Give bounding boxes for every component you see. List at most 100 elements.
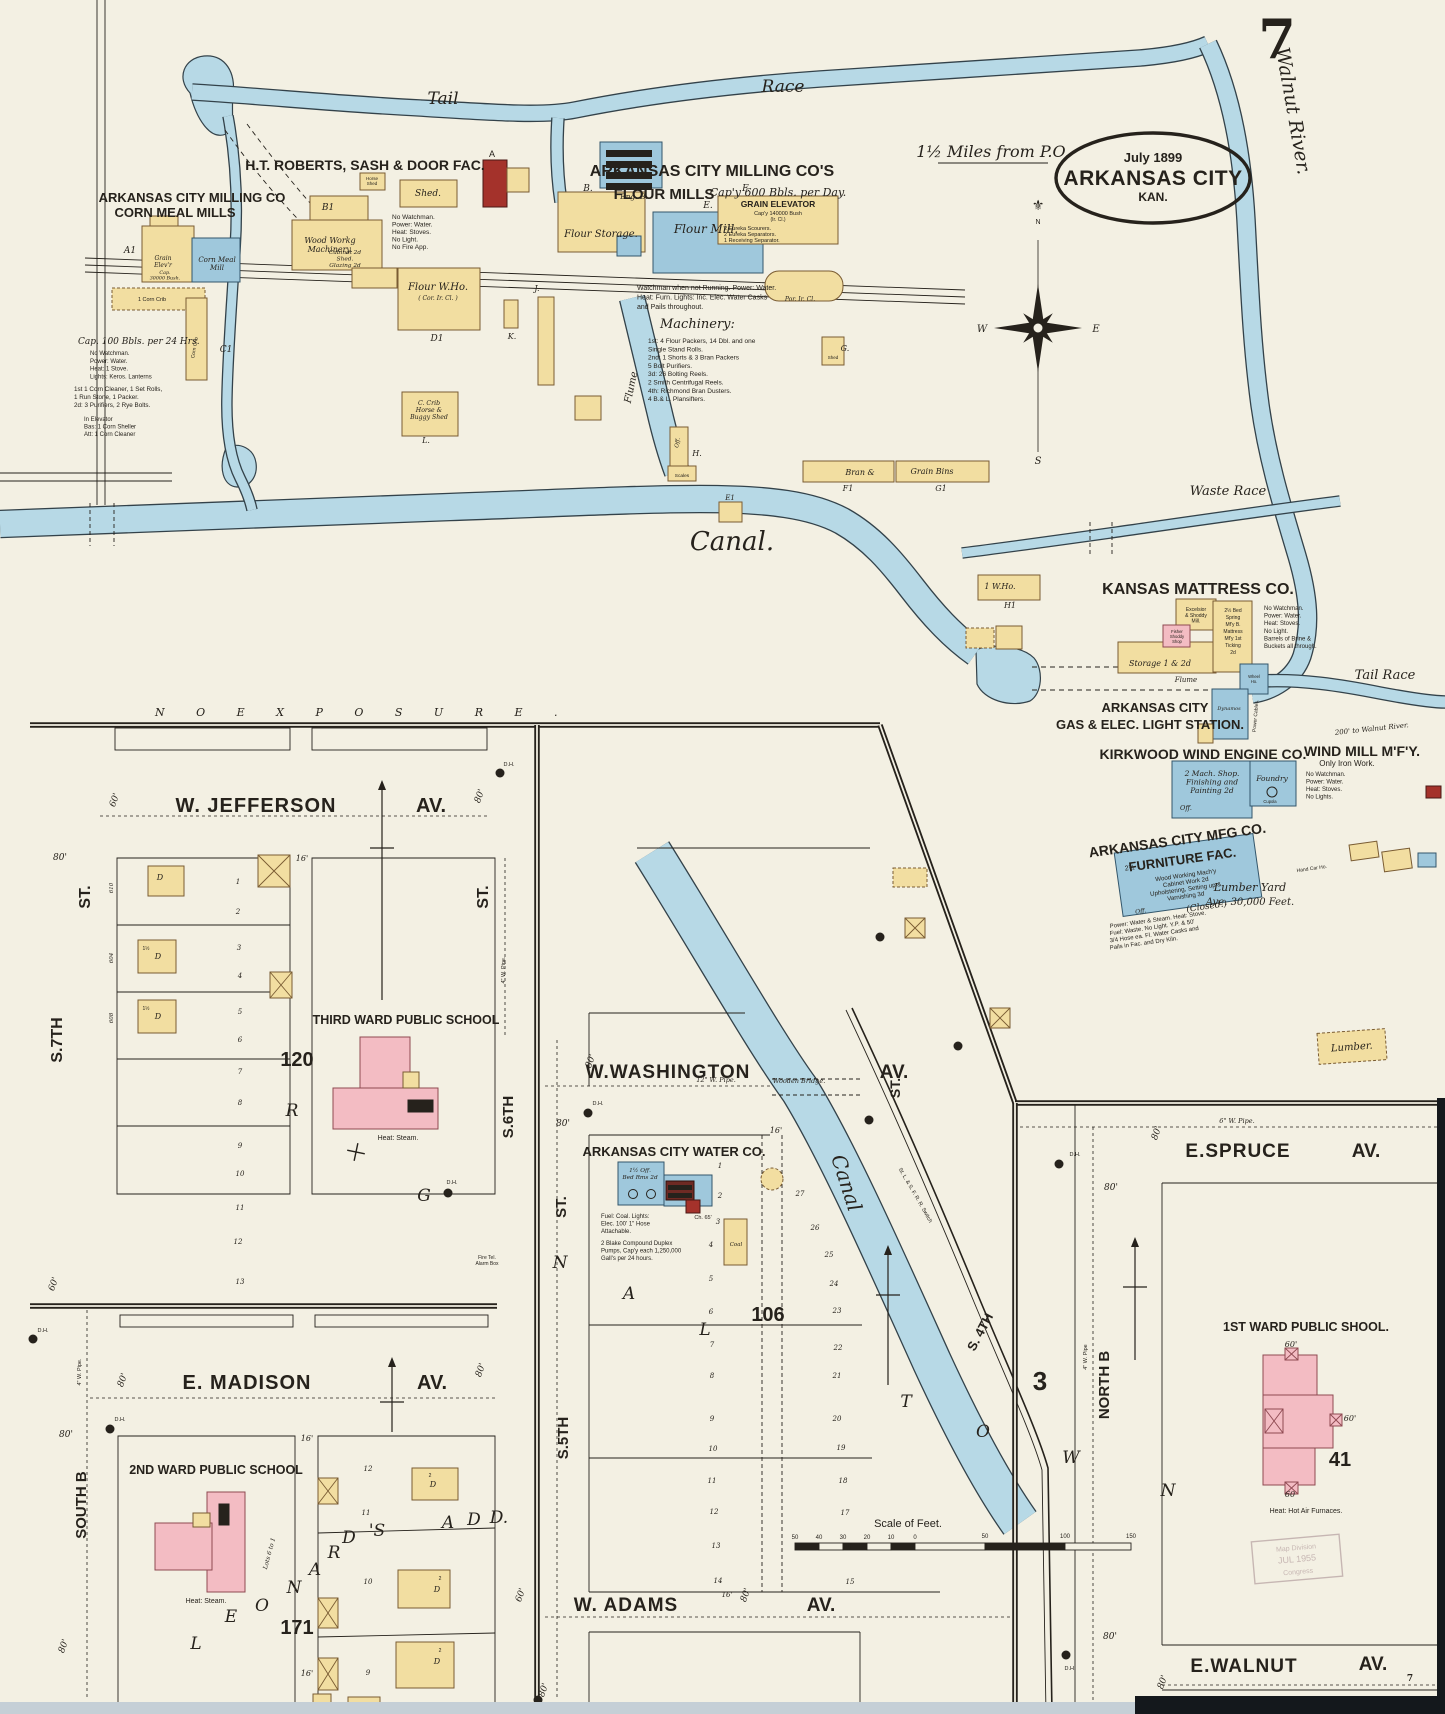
map-label-28: Cap'y 140000 Bush [754, 211, 802, 217]
map-label-178: 30 [840, 1535, 847, 1541]
lot-number-38: 20 [832, 1415, 842, 1423]
lot-number-21: 5 [709, 1275, 714, 1283]
building-41 [1113, 833, 1263, 917]
map-label-62: F1 [842, 484, 854, 493]
map-label-110: 4" W. Pipe. [501, 956, 507, 983]
lot-number-9: 10 [236, 1170, 245, 1178]
map-label-106: ST. [77, 885, 94, 908]
subdivision-letter-9: L [189, 1634, 201, 1654]
map-line-17 [851, 1007, 1053, 1714]
canal-label: Canal. [690, 527, 774, 557]
building-33 [1162, 624, 1191, 648]
building-55 [402, 1071, 420, 1089]
map-label-119: D [154, 1012, 162, 1021]
building-45 [1425, 785, 1442, 799]
title-state: KAN. [1138, 190, 1167, 204]
building-40 [1249, 760, 1297, 807]
map-label-169: 60' [514, 1587, 528, 1604]
map-label-19: FLOUR MILLS [614, 186, 715, 203]
map-label-13-line-0: Horse [366, 176, 379, 181]
map-label-161: ST. [553, 1196, 570, 1218]
lot-number-42: 16 [843, 1543, 852, 1551]
lot-number-4: 5 [238, 1008, 243, 1016]
subdivision-letter-18: D [466, 1510, 481, 1530]
building-78 [1262, 1447, 1316, 1486]
map-line-28 [317, 1632, 496, 1638]
lot-number-43: 15 [846, 1578, 855, 1586]
map-label-54-line-2: Buggy Shed [409, 414, 448, 421]
map-label-159: Coal [730, 1242, 743, 1248]
map-label-48-line-0: No Watchman. [90, 351, 130, 357]
walnut-river [1200, 40, 1317, 703]
building-56 [407, 1099, 434, 1113]
building-43 [1381, 847, 1413, 873]
lot-number-26: 10 [709, 1445, 718, 1453]
building-4 [399, 179, 458, 208]
water-co: ARKANSAS CITY WATER CO. [583, 1144, 766, 1159]
machine-ring-1 [646, 1189, 656, 1199]
map-label-189: AV. [1352, 1141, 1381, 1162]
hydrant-dot-3 [105, 1424, 115, 1434]
lot-number-25: 9 [710, 1415, 715, 1423]
building-39 [1171, 760, 1253, 819]
subdivision-letter-8: N [1160, 1481, 1177, 1501]
machine-ring-0 [628, 1189, 638, 1199]
map-label-72-line-1: Shoddy [1170, 634, 1185, 639]
lot-number-34: 24 [829, 1280, 839, 1288]
boiler-bar-0 [606, 150, 652, 157]
building-1 [291, 219, 383, 271]
building-hatch-80 [1329, 1413, 1343, 1427]
map-label-69-line-2: Heat: Stoves. [1264, 621, 1300, 627]
map-line-8 [246, 123, 351, 247]
map-label-3: Race [761, 77, 805, 97]
hydrant-dot-2 [28, 1334, 38, 1344]
map-label-71-line-3: Mattress [1223, 629, 1243, 635]
lot-number-14: 11 [362, 1509, 371, 1517]
lot-number-5: 6 [238, 1036, 243, 1044]
building-hatch-79 [1284, 1347, 1299, 1361]
map-label-61: Grain Bins [911, 467, 954, 476]
map-label-187: 6" W. Pipe. [1219, 1117, 1254, 1125]
e-spruce-av: E.SPRUCE [1185, 1141, 1290, 1162]
map-label-200: D.H. [1065, 1666, 1076, 1672]
lot-number-12: 13 [236, 1278, 245, 1286]
compass-fleur-icon: ⚜ [1032, 198, 1045, 214]
map-label-69-line-0: No Watchman. [1264, 606, 1304, 612]
map-label-116: 1½ [143, 945, 151, 952]
lot-number-18: 2 [717, 1192, 723, 1200]
lot-number-36: 22 [833, 1344, 843, 1352]
map-label-50-line-1: Bas: 1 Corn Sheller [84, 425, 136, 431]
map-label-24: Flour Mill. [673, 222, 738, 236]
lot-number-8: 9 [238, 1142, 243, 1150]
scan-edge-2 [1437, 1098, 1445, 1714]
map-label-121: D.H. [447, 1180, 458, 1186]
subdivision-letter-11: O [255, 1596, 269, 1616]
south-b-st: SOUTH B [73, 1471, 90, 1539]
map-label-14-line-1: Machinery. [307, 245, 353, 254]
map-line-18 [845, 1009, 1047, 1714]
map-label-40-line-2: 2nd: 1 Shorts & 3 Bran Packers [648, 355, 740, 362]
map-label-85-line-1: Finishing and [1185, 778, 1238, 787]
map-label-108: ST. [475, 885, 492, 908]
building-hatch-81 [1284, 1481, 1299, 1495]
sheet-number: 7 [1258, 7, 1296, 71]
map-label-50-line-0: In Elevator [84, 417, 113, 423]
map-label-86: Off. [1180, 804, 1192, 812]
building-65 [397, 1569, 451, 1609]
building-19 [503, 299, 519, 329]
map-label-40-line-3: 5 Bolt Purifiers. [648, 363, 692, 370]
waste-race [961, 496, 1341, 558]
lot-number-22: 6 [709, 1308, 714, 1316]
inset-border-core-1 [879, 724, 1016, 1104]
map-label-31: Por. Ir. Cl. [784, 296, 815, 303]
lot-number-7: 8 [238, 1099, 243, 1107]
map-label-69-line-5: Buckets all through. [1264, 644, 1317, 650]
building-51 [137, 939, 177, 974]
map-label-198: Heat: Hot Air Furnaces. [1270, 1508, 1343, 1515]
scale-of-feet: Scale of Feet. [874, 1518, 942, 1530]
hydrant-dot-6 [864, 1115, 874, 1125]
boiler-bar-5 [668, 1193, 692, 1198]
map-label-145: 16' [301, 1669, 313, 1678]
map-label-155-line-0: 1½ Off. [629, 1167, 651, 1174]
